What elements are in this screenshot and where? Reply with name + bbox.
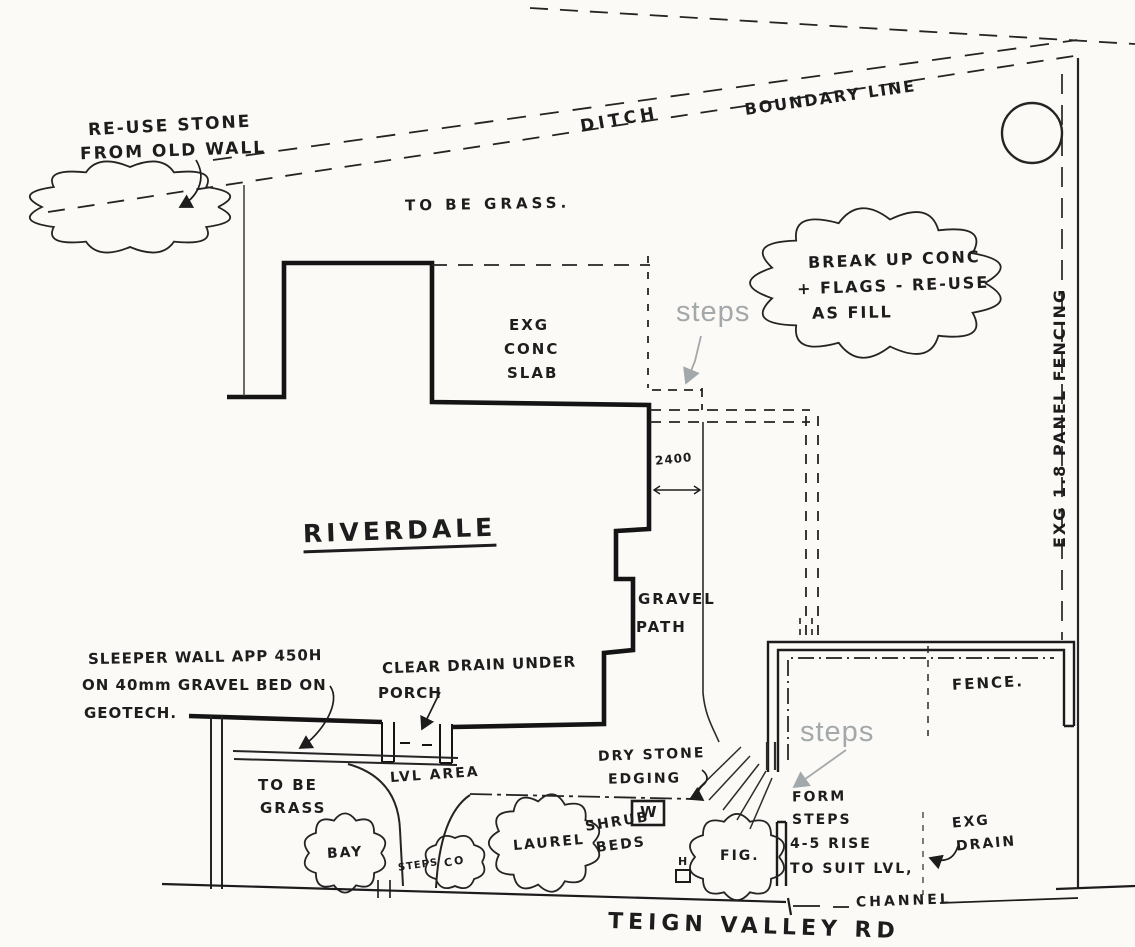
road-lines bbox=[161, 882, 1135, 916]
small-steps-lines bbox=[377, 880, 391, 898]
clear-drain-arrow bbox=[420, 691, 441, 731]
label-sleeper-2: ON 40mm GRAVEL BED ON bbox=[82, 676, 327, 694]
cloud-right bbox=[749, 207, 1002, 359]
boundary-ditch-lines bbox=[47, 7, 1135, 213]
label-form-steps-3: 4-5 RISE bbox=[790, 836, 872, 852]
laurel-shrub bbox=[487, 793, 601, 893]
label-form-steps-1: FORM bbox=[791, 788, 847, 806]
dry-stone-arrow bbox=[688, 769, 708, 801]
fence-top-ticks bbox=[799, 618, 813, 640]
label-fig: FIG. bbox=[720, 848, 760, 864]
path-width-dimension bbox=[652, 485, 702, 495]
bay-shrub bbox=[303, 812, 387, 894]
label-breakup-3: AS FILL bbox=[811, 302, 893, 323]
ink-arrows bbox=[178, 159, 959, 870]
label-grass-bottom-2: GRASS bbox=[260, 799, 327, 817]
cloud-left bbox=[29, 160, 231, 254]
fan-steps bbox=[696, 742, 777, 830]
label-gravel-1: GRAVEL bbox=[638, 590, 716, 608]
steps-arrow-right bbox=[792, 749, 847, 789]
label-dry-stone-2: EDGING bbox=[607, 770, 682, 788]
exg-drain-arrow bbox=[928, 845, 959, 870]
label-h-marker: H bbox=[678, 855, 690, 868]
left-boundary bbox=[210, 716, 223, 889]
bed-edge-dashdot bbox=[469, 793, 696, 800]
top-hedge-line bbox=[529, 7, 1135, 45]
label-panel-fencing: EXG 1.8 PANEL FENCING bbox=[1050, 287, 1069, 548]
conc-slab-outline bbox=[432, 256, 650, 388]
sleeper-wall bbox=[232, 750, 459, 766]
boundary-line bbox=[212, 39, 1078, 161]
right-boundary bbox=[1000, 58, 1080, 888]
gray-annotation-arrows bbox=[683, 335, 847, 789]
left-garden bbox=[210, 716, 696, 898]
top-steps-and-old-path bbox=[650, 388, 819, 638]
label-sleeper-1: SLEEPER WALL APP 450H bbox=[87, 645, 323, 669]
label-house-name: RIVERDALE bbox=[302, 513, 497, 554]
label-w-marker: W bbox=[640, 803, 659, 821]
annotation-steps-right: steps bbox=[800, 716, 875, 748]
co-shrub bbox=[424, 834, 486, 890]
fig-shrub bbox=[689, 812, 785, 902]
tree-circle bbox=[1000, 101, 1064, 165]
bed-curve-right bbox=[435, 794, 471, 889]
shrubs bbox=[303, 793, 785, 902]
label-gravel-2: PATH bbox=[636, 618, 687, 636]
label-slab-1: EXG bbox=[509, 316, 550, 334]
label-grass-bottom-1: TO BE bbox=[258, 776, 318, 794]
utility-markers bbox=[630, 799, 691, 883]
label-sleeper-3: GEOTECH. bbox=[84, 704, 178, 722]
annotation-steps-top: steps bbox=[676, 296, 751, 328]
label-dry-stone-1: DRY STONE bbox=[597, 745, 706, 765]
gravel-path-edge bbox=[702, 422, 720, 743]
label-path-width: 2400 bbox=[654, 450, 694, 468]
label-slab-3: SLAB bbox=[507, 364, 559, 382]
h-box bbox=[675, 869, 691, 883]
label-slab-2: CONC bbox=[504, 340, 560, 358]
label-channel: CHANNEL bbox=[855, 891, 953, 911]
gate-post bbox=[775, 820, 788, 886]
label-clear-drain-2: PORCH bbox=[378, 684, 442, 702]
geotech-arrow bbox=[298, 685, 335, 749]
label-co: CO bbox=[443, 853, 467, 870]
label-exg-drain-1: EXG bbox=[951, 812, 991, 832]
label-fence: FENCE. bbox=[951, 672, 1025, 694]
fence-inner-dashdot bbox=[787, 657, 1054, 760]
ditch-line bbox=[47, 55, 1075, 213]
bed-curve-left bbox=[347, 763, 404, 887]
reuse-stone-arrow bbox=[178, 159, 202, 208]
label-form-steps-2: STEPS bbox=[792, 812, 852, 828]
revision-clouds bbox=[29, 160, 1002, 359]
label-grass-top: TO BE GRASS. bbox=[404, 193, 571, 215]
label-form-steps-4: TO SUIT LVL, bbox=[790, 861, 914, 877]
w-box bbox=[630, 799, 666, 827]
label-bay: BAY bbox=[326, 844, 364, 862]
fence-enclosure bbox=[766, 618, 1076, 772]
steps-arrow-top bbox=[683, 335, 702, 385]
